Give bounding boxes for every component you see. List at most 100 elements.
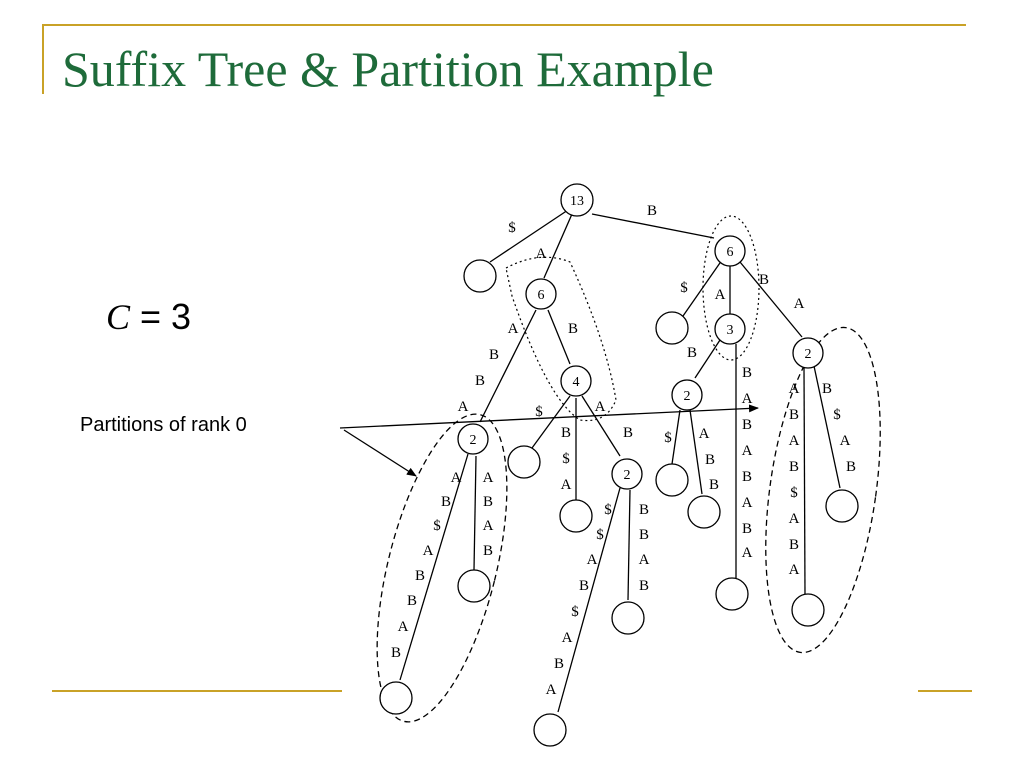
bottom-rule-right <box>918 690 972 692</box>
edge-label: A <box>508 321 519 337</box>
edge-label: A <box>458 399 469 415</box>
svg-text:4: 4 <box>573 375 580 390</box>
internal-nodes: 13 6 6 3 4 2 2 2 <box>457 183 824 490</box>
edge-label: B <box>415 568 425 584</box>
edge-label: B <box>639 527 649 543</box>
edge-label: B <box>789 537 799 553</box>
tree-node: 2 <box>792 337 824 369</box>
edge-label: $ <box>433 518 441 534</box>
tree-edges <box>399 209 841 713</box>
formula-operator: = <box>130 296 172 337</box>
edge-label: $ <box>664 430 672 446</box>
edge-label: B <box>846 459 856 475</box>
formula-variable: C <box>106 297 131 337</box>
edge-label: B <box>647 203 657 219</box>
tree-node: 6 <box>525 278 557 310</box>
edge-label: A <box>595 399 606 415</box>
edge-label: A <box>789 433 800 449</box>
svg-text:13: 13 <box>570 194 584 209</box>
edge-label: $ <box>571 604 579 620</box>
edge-label: B <box>789 459 799 475</box>
edge-labels: $ A B $ A B A A B B B A B $ A B A B A B … <box>391 203 856 698</box>
tree-node: 2 <box>611 458 643 490</box>
leaf-nodes <box>379 259 859 747</box>
edge-label: $ <box>596 527 604 543</box>
tree-node: 6 <box>714 235 746 267</box>
edge-label: A <box>715 287 726 303</box>
edge-label: A <box>742 443 753 459</box>
edge-label: B <box>687 345 697 361</box>
tree-node: 2 <box>457 423 489 455</box>
tree-node: 3 <box>714 313 746 345</box>
svg-text:6: 6 <box>538 288 545 303</box>
edge-label: $ <box>833 407 841 423</box>
edge-label: A <box>794 296 805 312</box>
edge-label: B <box>441 494 451 510</box>
partitions-annotation: Partitions of rank 0 <box>80 414 247 436</box>
edge-label: A <box>536 246 547 262</box>
edge-label: B <box>705 452 715 468</box>
svg-text:3: 3 <box>727 323 734 338</box>
edge-label: A <box>789 511 800 527</box>
edge-label: B <box>475 373 485 389</box>
partition-parameter: C = 3 <box>106 296 191 338</box>
edge-label: A <box>699 426 710 442</box>
edge-label: B <box>639 502 649 518</box>
partition-outlines <box>376 215 881 723</box>
svg-text:6: 6 <box>727 245 734 260</box>
edge-label: A <box>639 552 650 568</box>
edge-label: A <box>483 518 494 534</box>
svg-text:2: 2 <box>624 468 631 483</box>
tree-node: 13 <box>560 183 594 217</box>
edge-label: B <box>742 417 752 433</box>
tree-node: 2 <box>671 379 703 411</box>
edge-label: $ <box>508 220 516 236</box>
edge-label: A <box>587 552 598 568</box>
edge-label: $ <box>562 451 570 467</box>
edge-label: B <box>623 425 633 441</box>
edge-label: A <box>546 682 557 698</box>
slide-title: Suffix Tree & Partition Example <box>62 41 714 97</box>
edge-label: $ <box>790 485 798 501</box>
edge-label: B <box>561 425 571 441</box>
edge-label: B <box>483 543 493 559</box>
edge-label: A <box>789 381 800 397</box>
bottom-rule-left <box>52 690 342 692</box>
edge-label: B <box>742 365 752 381</box>
svg-text:2: 2 <box>470 433 477 448</box>
edge-label: $ <box>604 502 612 518</box>
edge-label: A <box>840 433 851 449</box>
tree-node: 4 <box>560 365 592 397</box>
edge-label: $ <box>535 404 543 420</box>
edge-label: B <box>759 272 769 288</box>
svg-text:2: 2 <box>684 389 691 404</box>
svg-text:2: 2 <box>805 347 812 362</box>
edge-label: B <box>742 521 752 537</box>
edge-label: $ <box>680 280 688 296</box>
edge-label: B <box>568 321 578 337</box>
edge-label: A <box>742 391 753 407</box>
edge-label: A <box>561 477 572 493</box>
edge-label: A <box>742 495 753 511</box>
edge-label: B <box>822 381 832 397</box>
annotation-arrows <box>339 404 759 477</box>
edge-label: A <box>562 630 573 646</box>
formula-value: 3 <box>171 296 192 337</box>
edge-label: B <box>554 656 564 672</box>
edge-label: B <box>489 347 499 363</box>
edge-label: A <box>483 470 494 486</box>
edge-label: B <box>407 593 417 609</box>
edge-label: B <box>391 645 401 661</box>
edge-label: A <box>742 545 753 561</box>
edge-label: B <box>483 494 493 510</box>
edge-label: B <box>639 578 649 594</box>
edge-label: A <box>398 619 409 635</box>
frame-left-line <box>42 24 44 94</box>
edge-label: B <box>579 578 589 594</box>
edge-label: A <box>423 543 434 559</box>
edge-label: A <box>789 562 800 578</box>
edge-label: B <box>742 469 752 485</box>
edge-label: B <box>709 477 719 493</box>
edge-label: A <box>451 470 462 486</box>
